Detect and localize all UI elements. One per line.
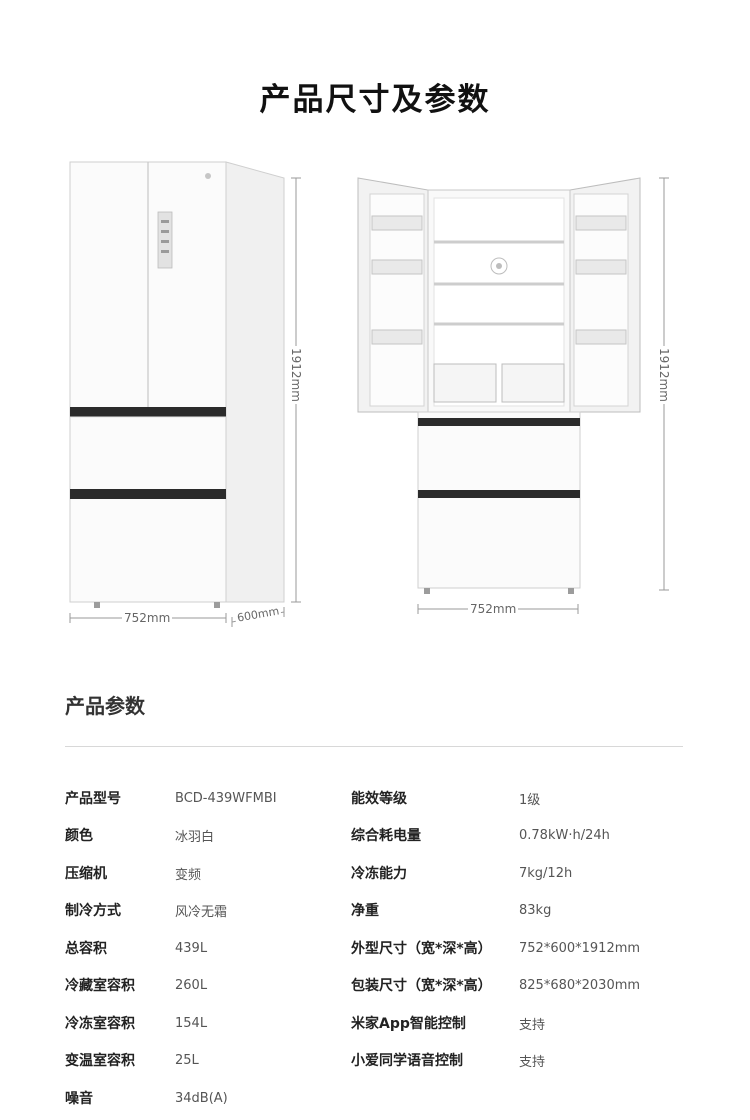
open-width-label: 752mm [468, 602, 519, 616]
spec-value: 83kg [519, 902, 552, 918]
product-dimension-figure: 1912mm 752mm 600mm 1912mm 752mm [0, 150, 750, 640]
spec-value: 变频 [175, 867, 202, 883]
spec-row: 压缩机 变频 [0, 855, 350, 891]
spec-row: 噪音 34dB(A) [0, 1080, 350, 1116]
open-height-label: 1912mm [657, 346, 671, 404]
spec-label: 净重 [351, 903, 379, 919]
spec-value: 支持 [519, 1054, 546, 1070]
spec-value: 风冷无霜 [175, 904, 228, 920]
spec-value: BCD-439WFMBI [175, 790, 277, 806]
spec-row: 冷藏室容积 260L [0, 967, 350, 1003]
open-fridge-illustration [357, 177, 669, 614]
spec-label: 冷藏室容积 [65, 978, 135, 994]
spec-label: 能效等级 [351, 791, 407, 807]
spec-row: 颜色 冰羽白 [0, 817, 350, 853]
divider [65, 746, 683, 747]
spec-value: 825*680*2030mm [519, 977, 641, 993]
spec-value: 支持 [519, 1017, 546, 1033]
spec-row: 总容积 439L [0, 930, 350, 966]
spec-label: 制冷方式 [65, 903, 121, 919]
spec-row: 冷冻室容积 154L [0, 1005, 350, 1041]
spec-label: 米家App智能控制 [351, 1016, 466, 1032]
spec-label: 颜色 [65, 828, 93, 844]
spec-value: 0.78kW·h/24h [519, 827, 610, 843]
spec-row: 外型尺寸（宽*深*高） 752*600*1912mm [0, 930, 750, 966]
spec-row: 小爱同学语音控制 支持 [0, 1042, 750, 1078]
spec-label: 产品型号 [65, 791, 121, 807]
spec-value: 260L [175, 977, 208, 993]
spec-value: 1级 [519, 792, 541, 808]
spec-value: 冰羽白 [175, 829, 215, 845]
spec-label: 变温室容积 [65, 1053, 135, 1069]
closed-fridge-illustration [69, 161, 301, 627]
spec-row: 制冷方式 风冷无霜 [0, 892, 350, 928]
spec-value: 25L [175, 1052, 199, 1068]
spec-value: 7kg/12h [519, 865, 573, 881]
spec-label: 压缩机 [65, 866, 107, 882]
spec-value: 34dB(A) [175, 1090, 228, 1106]
page-title: 产品尺寸及参数 [259, 82, 491, 118]
spec-value: 154L [175, 1015, 208, 1031]
spec-label: 小爱同学语音控制 [351, 1053, 463, 1069]
spec-label: 噪音 [65, 1091, 93, 1107]
closed-height-label: 1912mm [289, 346, 303, 404]
spec-row: 能效等级 1级 [0, 780, 750, 816]
spec-value: 752*600*1912mm [519, 940, 641, 956]
spec-row: 综合耗电量 0.78kW·h/24h [0, 817, 750, 853]
spec-label: 冷冻能力 [351, 866, 407, 882]
spec-row: 净重 83kg [0, 892, 750, 928]
spec-label: 冷冻室容积 [65, 1016, 135, 1032]
spec-row: 变温室容积 25L [0, 1042, 350, 1078]
spec-value: 439L [175, 940, 208, 956]
spec-label: 总容积 [65, 941, 107, 957]
fridge-illustrations [69, 161, 669, 627]
spec-row: 产品型号 BCD-439WFMBI [0, 780, 350, 816]
params-heading: 产品参数 [65, 694, 145, 718]
spec-label: 外型尺寸（宽*深*高） [351, 941, 492, 957]
spec-label: 包装尺寸（宽*深*高） [351, 978, 492, 994]
spec-label: 综合耗电量 [351, 828, 421, 844]
spec-row: 冷冻能力 7kg/12h [0, 855, 750, 891]
spec-row: 米家App智能控制 支持 [0, 1005, 750, 1041]
spec-row: 包装尺寸（宽*深*高） 825*680*2030mm [0, 967, 750, 1003]
closed-width-label: 752mm [122, 611, 173, 625]
